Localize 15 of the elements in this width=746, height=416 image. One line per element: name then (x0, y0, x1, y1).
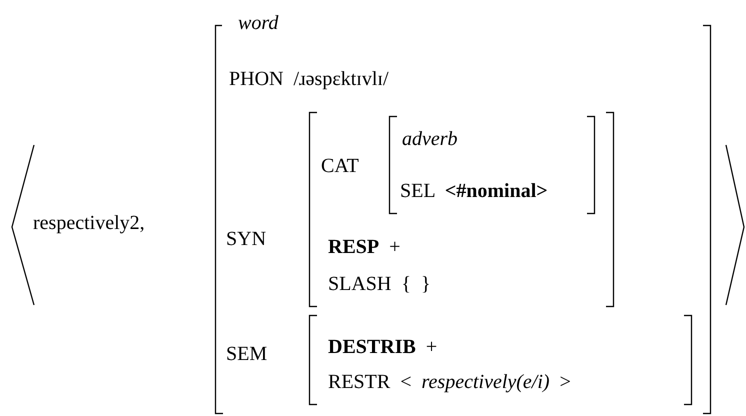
feature-row: SLASH { } (328, 273, 431, 295)
feature-row: SEL <#nominal> (400, 180, 548, 202)
feature-row: DESTRIB + (328, 336, 438, 358)
attribute-matrix (309, 315, 692, 405)
feature-label: SYN (226, 228, 266, 250)
feature-row: RESTR < respectively(e/i) > (328, 371, 571, 393)
feature-label: CAT (321, 155, 359, 177)
attribute-matrix (389, 116, 595, 214)
type-label: adverb (402, 128, 458, 150)
feature-row: PHON /ɹəspɛktɪvlɪ/ (229, 68, 389, 90)
word-label: respectively2, (33, 212, 145, 234)
feature-row: RESP + (328, 236, 400, 258)
type-label: word (238, 12, 278, 34)
feature-label: SEM (226, 343, 268, 365)
attribute-matrix (309, 112, 614, 307)
